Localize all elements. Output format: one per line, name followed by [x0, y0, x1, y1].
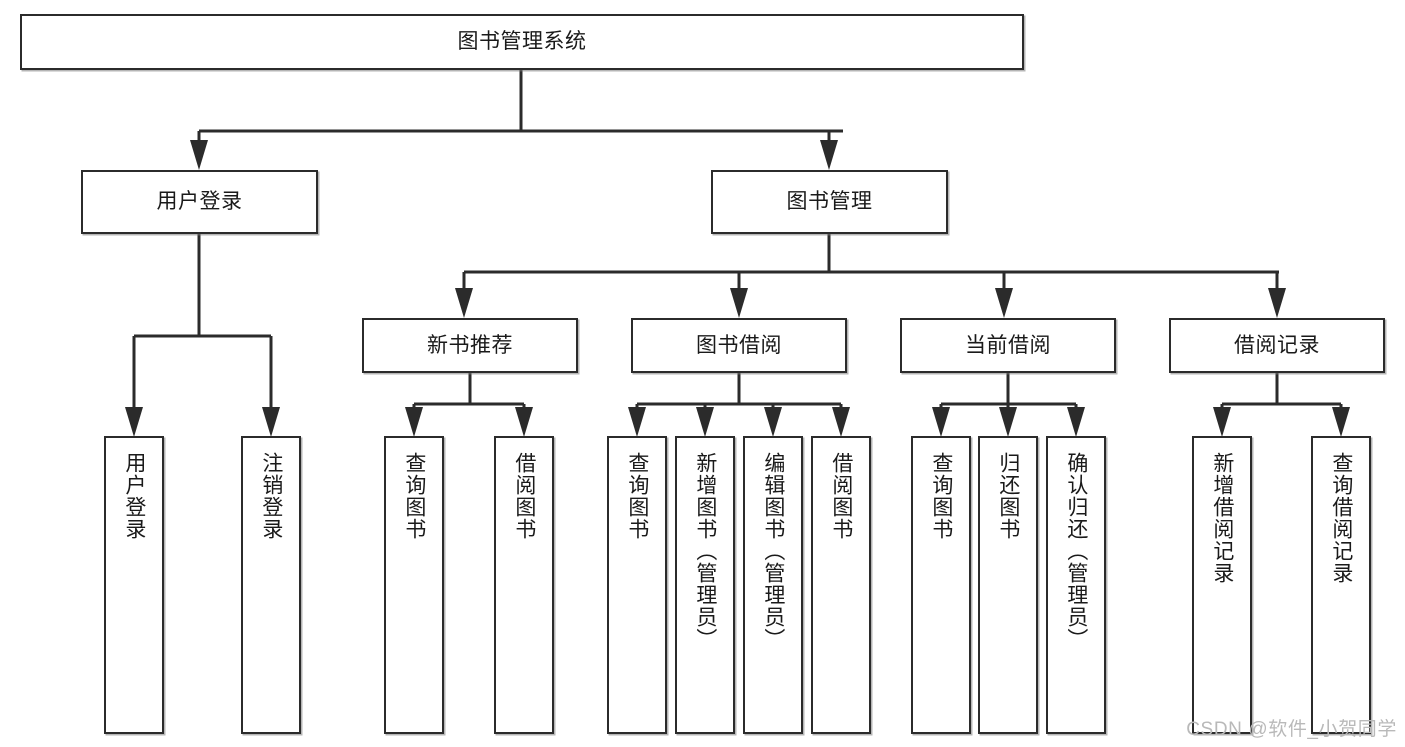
node-borrow-records[interactable]: 借阅记录 [1169, 318, 1385, 373]
node-user-login-label: 用户登录 [156, 190, 243, 214]
node-book-borrow[interactable]: 图书借阅 [631, 318, 847, 373]
node-current-borrow[interactable]: 当前借阅 [900, 318, 1116, 373]
node-root-system[interactable]: 图书管理系统 [20, 14, 1024, 70]
arrow-cb-leaf-2 [999, 407, 1017, 437]
leaf-br-query-record-label: 查询借阅记录 [1329, 452, 1353, 584]
arrow-to-user-login [190, 140, 208, 170]
arrow-bb-leaf-1 [628, 407, 646, 437]
leaf-cb-return-book[interactable]: 归还图书 [978, 436, 1038, 734]
arrow-bb-leaf-3 [764, 407, 782, 437]
arrow-nb-leaf-1 [405, 407, 423, 437]
leaf-br-query-record[interactable]: 查询借阅记录 [1311, 436, 1371, 734]
node-new-book-recommend-label: 新书推荐 [427, 333, 513, 357]
node-current-borrow-label: 当前借阅 [965, 333, 1051, 357]
leaf-nb-query-book-label: 查询图书 [402, 452, 426, 540]
arrow-to-book-manage [820, 140, 838, 170]
arrow-to-borrow-record [1268, 288, 1286, 318]
leaf-user-login[interactable]: 用户登录 [104, 436, 164, 734]
arrow-cb-leaf-3 [1067, 407, 1085, 437]
leaf-cb-confirm-return-admin-label: 确认归还（管理员） [1064, 452, 1088, 650]
node-book-borrow-label: 图书借阅 [696, 333, 782, 357]
arrow-to-leaf-logout [262, 407, 280, 437]
leaf-bb-query-book[interactable]: 查询图书 [607, 436, 667, 734]
leaf-user-login-label: 用户登录 [122, 452, 146, 540]
leaf-bb-edit-book-admin-label: 编辑图书（管理员） [761, 452, 785, 650]
leaf-bb-edit-book-admin[interactable]: 编辑图书（管理员） [743, 436, 803, 734]
leaf-nb-query-book[interactable]: 查询图书 [384, 436, 444, 734]
leaf-nb-borrow-book[interactable]: 借阅图书 [494, 436, 554, 734]
arrow-br-leaf-2 [1332, 407, 1350, 437]
leaf-bb-borrow-book[interactable]: 借阅图书 [811, 436, 871, 734]
node-book-management[interactable]: 图书管理 [711, 170, 948, 234]
node-root-system-label: 图书管理系统 [457, 30, 587, 54]
leaf-bb-add-book-admin-label: 新增图书（管理员） [693, 452, 717, 650]
leaf-bb-add-book-admin[interactable]: 新增图书（管理员） [675, 436, 735, 734]
arrow-to-new-book [455, 288, 473, 318]
leaf-logout-label: 注销登录 [259, 452, 283, 540]
leaf-bb-query-book-label: 查询图书 [625, 452, 649, 540]
arrow-to-current-borrow [995, 288, 1013, 318]
arrow-cb-leaf-1 [932, 407, 950, 437]
node-borrow-records-label: 借阅记录 [1234, 333, 1320, 357]
node-book-management-label: 图书管理 [786, 190, 873, 214]
leaf-br-add-record-label: 新增借阅记录 [1210, 452, 1234, 584]
leaf-cb-return-book-label: 归还图书 [996, 452, 1020, 540]
arrow-to-book-borrow [730, 288, 748, 318]
leaf-logout[interactable]: 注销登录 [241, 436, 301, 734]
arrow-br-leaf-1 [1213, 407, 1231, 437]
arrow-nb-leaf-2 [515, 407, 533, 437]
node-user-login[interactable]: 用户登录 [81, 170, 318, 234]
leaf-cb-confirm-return-admin[interactable]: 确认归还（管理员） [1046, 436, 1106, 734]
leaf-bb-borrow-book-label: 借阅图书 [829, 452, 853, 540]
leaf-br-add-record[interactable]: 新增借阅记录 [1192, 436, 1252, 734]
arrow-bb-leaf-4 [832, 407, 850, 437]
arrowheads [125, 140, 1350, 437]
leaf-nb-borrow-book-label: 借阅图书 [512, 452, 536, 540]
leaf-cb-query-book[interactable]: 查询图书 [911, 436, 971, 734]
leaf-cb-query-book-label: 查询图书 [929, 452, 953, 540]
node-new-book-recommend[interactable]: 新书推荐 [362, 318, 578, 373]
arrow-to-leaf-user-login [125, 407, 143, 437]
arrow-bb-leaf-2 [696, 407, 714, 437]
